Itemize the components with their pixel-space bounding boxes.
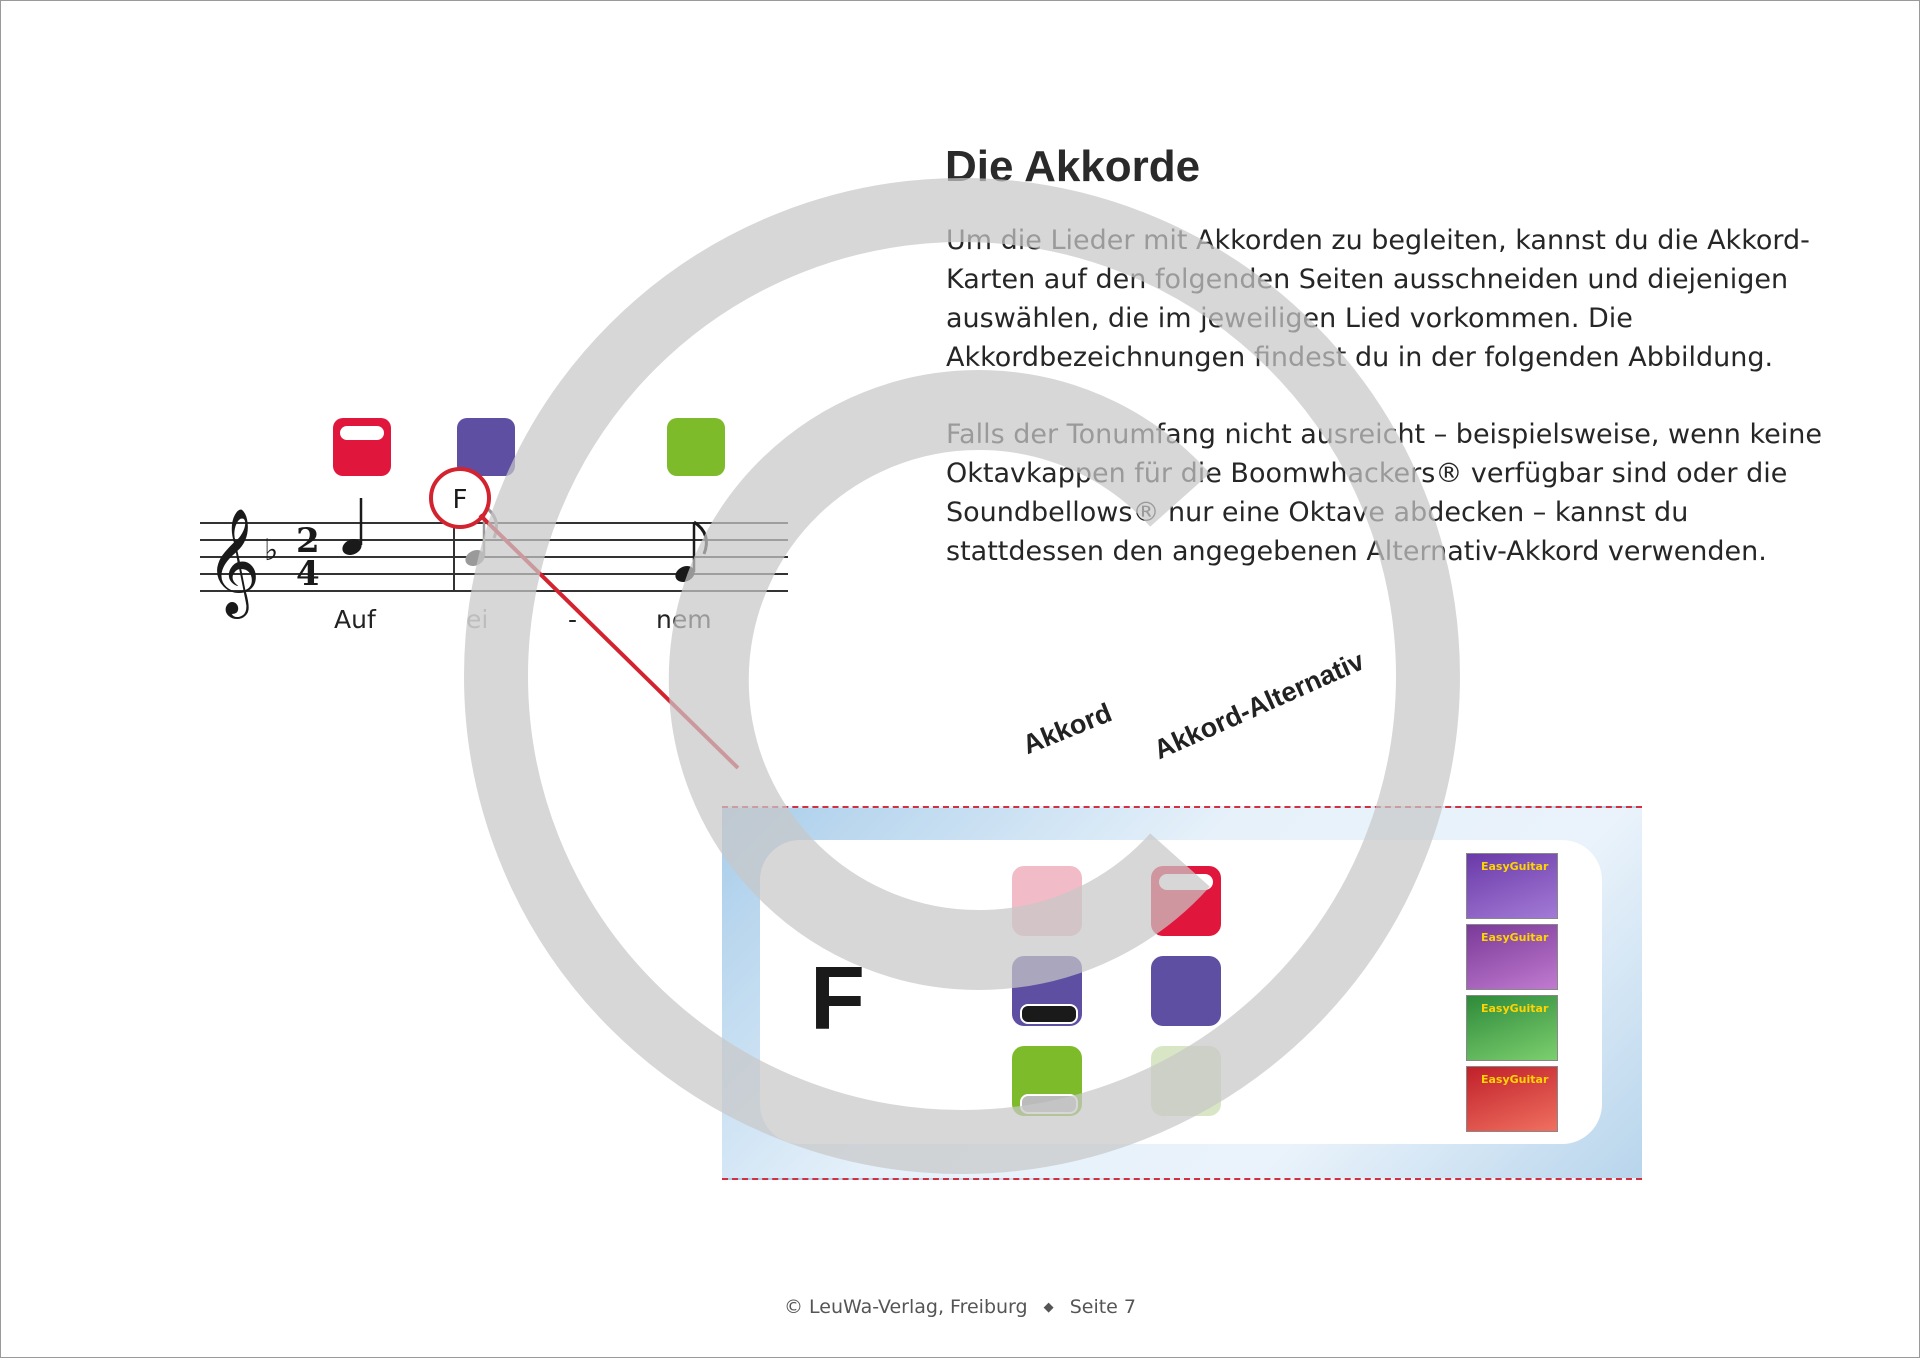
alternativ-green-square <box>1151 1046 1221 1116</box>
book-cover-2: EasyGuitar <box>1466 924 1558 990</box>
quarter-note <box>342 498 363 556</box>
akkord-purple-square <box>1012 956 1082 1026</box>
footer-separator-icon: ◆ <box>1043 1300 1054 1315</box>
lyric-syllable-1: Auf <box>334 605 376 634</box>
card-chord-name: F <box>810 949 865 1049</box>
lyric-syllable-3: nem <box>656 605 712 634</box>
footer-copyright: © LeuWa-Verlag, Freiburg <box>783 1296 1028 1318</box>
chord-symbol: F <box>453 485 468 515</box>
footer-page-number: Seite 7 <box>1069 1296 1136 1318</box>
akkord-green-square <box>1012 1046 1082 1116</box>
pointer-line <box>478 513 740 770</box>
time-signature-top: 2 <box>296 521 320 561</box>
akkord-red-square <box>1012 866 1082 936</box>
staff-lines <box>200 522 788 592</box>
book-cover-4: EasyGuitar <box>1466 1066 1558 1132</box>
book-cover-1: EasyGuitar <box>1466 853 1558 919</box>
lyric-syllable-2: ei <box>466 605 489 634</box>
lyric-hyphen: - <box>568 605 578 634</box>
red-chord-square <box>333 418 391 476</box>
alternativ-red-square <box>1151 866 1221 936</box>
book-cover-3: EasyGuitar <box>1466 995 1558 1061</box>
alternativ-purple-square <box>1151 956 1221 1026</box>
treble-clef-icon: 𝄞 <box>206 507 260 619</box>
page-footer: © LeuWa-Verlag, Freiburg ◆ Seite 7 <box>0 1296 1920 1318</box>
eighth-note <box>675 520 708 583</box>
time-signature-bottom: 4 <box>296 554 320 594</box>
flat-sign-icon: ♭ <box>264 533 278 568</box>
